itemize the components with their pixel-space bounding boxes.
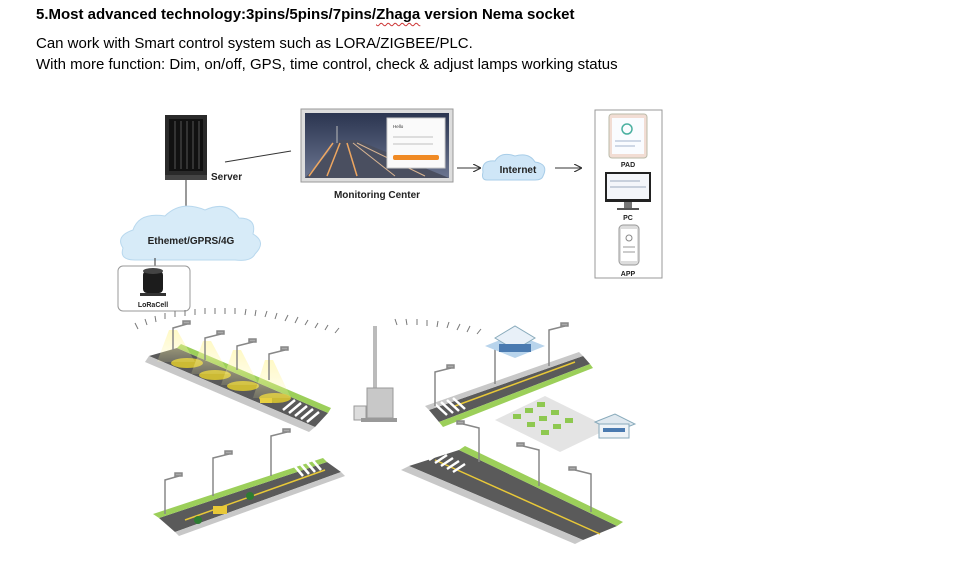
loracell-label: LoRaCell (138, 302, 168, 309)
signal-waves-right (394, 318, 482, 335)
internet-label: Internet (500, 165, 537, 176)
server-monitor-link (224, 150, 292, 163)
tablet-icon (608, 113, 648, 159)
clients-panel: PAD PC APP (594, 109, 663, 279)
phone-icon (618, 224, 640, 266)
road-top-left (145, 330, 331, 432)
loracell-device (117, 265, 191, 312)
description-line-1: Can work with Smart control system such … (36, 35, 473, 52)
section-heading: 5.Most advanced technology:3pins/5pins/7… (36, 6, 575, 23)
signal-waves-left (134, 308, 340, 334)
smart-lighting-diagram: Server Hello Monitoring Center Internet (117, 108, 663, 544)
heading-zhaga: Zhaga (376, 6, 421, 23)
road-top-right (425, 352, 593, 427)
parking-lot (495, 396, 610, 452)
monitor-icon (605, 172, 651, 210)
streetlights-top-left (172, 320, 289, 380)
network-label: Ethemet/GPRS/4G (148, 236, 235, 247)
road-bottom-right (401, 446, 623, 544)
client-label-app: APP (621, 271, 636, 278)
network-cloud-icon (120, 205, 261, 261)
streetlights-bottom-right (456, 420, 592, 512)
monitoring-center-screen: Hello (300, 108, 454, 183)
building-right-icon (593, 413, 637, 439)
server-label: Server (211, 172, 242, 183)
description-line-2: With more function: Dim, on/off, GPS, ti… (36, 56, 618, 73)
server-icon (165, 115, 207, 180)
heading-prefix: 5.Most advanced technology:3pins/5pins/7… (36, 6, 377, 23)
internet-cloud-icon (482, 153, 546, 181)
client-label-pc: PC (623, 215, 633, 222)
monitoring-center-label: Monitoring Center (334, 190, 420, 201)
streetlights-bottom-left (164, 428, 291, 514)
road-bottom-left (153, 455, 345, 536)
building-top-icon (485, 325, 545, 358)
client-label-pad: PAD (621, 162, 635, 169)
screen-hello-text: Hello (393, 124, 404, 129)
gateway-tower-icon (353, 326, 397, 422)
heading-suffix: version Nema socket (420, 6, 575, 23)
